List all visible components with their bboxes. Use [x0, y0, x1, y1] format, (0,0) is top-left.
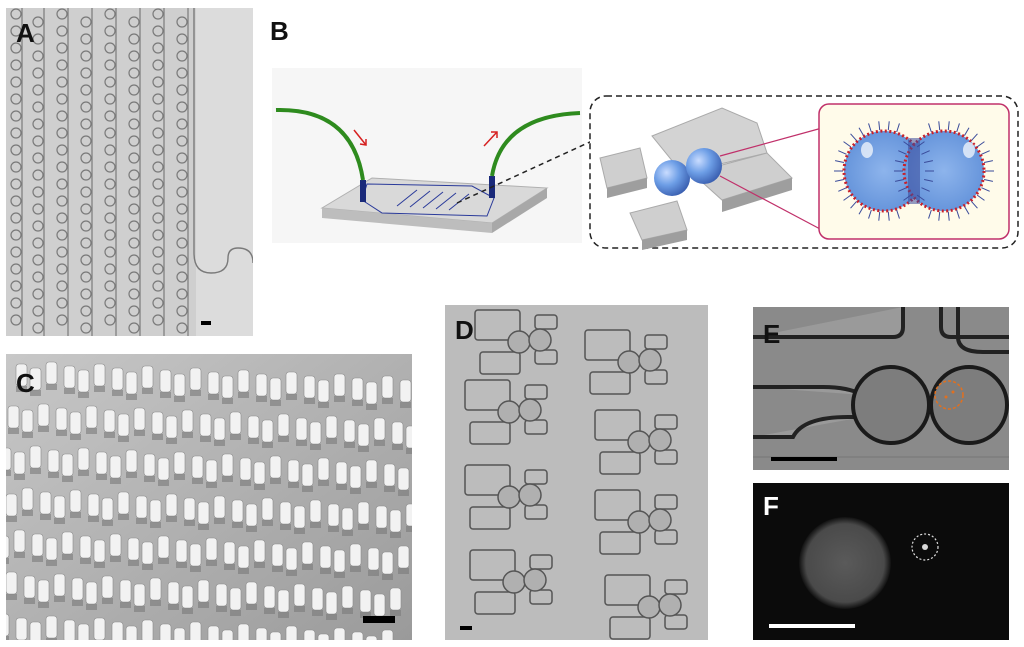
panel-e-micrograph	[753, 307, 1009, 470]
outlet-tubing	[490, 111, 581, 177]
bright-spot	[922, 544, 928, 550]
panel-label-b: B	[270, 16, 289, 46]
panel-a: A	[6, 8, 253, 336]
droplet-right	[686, 148, 722, 184]
chip-side	[322, 208, 492, 233]
inlet-port	[360, 180, 366, 202]
highlight-circle-f	[911, 533, 939, 561]
fluorescent-droplet	[799, 517, 891, 609]
panel-d: D	[445, 305, 708, 640]
panel-b-schematic	[272, 68, 1019, 250]
panel-c: C	[6, 354, 412, 640]
panel-f: F	[753, 483, 1009, 640]
panel-label-a: A	[16, 18, 35, 48]
droplet-left-e	[851, 365, 931, 445]
chip-side-right	[492, 188, 547, 233]
outflow-arrow	[483, 131, 498, 147]
trap-walls	[753, 307, 1009, 439]
inflow-arrow	[353, 129, 367, 146]
trap-units	[464, 309, 688, 640]
channel-lanes	[10, 8, 189, 336]
scale-bar-c	[363, 616, 395, 623]
panel-c-micrograph	[6, 354, 412, 640]
serpentine-channel	[193, 8, 253, 274]
panel-label-f: F	[763, 491, 779, 521]
panel-b: B	[262, 8, 1022, 253]
lipid-tails	[834, 121, 994, 221]
scale-bar-a	[201, 321, 211, 325]
highlight-circle-e	[934, 380, 964, 410]
panel-d-micrograph	[445, 305, 708, 640]
panel-e: E	[753, 307, 1009, 470]
panel-label-c: C	[16, 368, 35, 398]
scale-bar-e	[771, 457, 837, 461]
droplet-right-e	[929, 365, 1009, 445]
panel-a-micrograph	[6, 8, 253, 336]
scale-bar-d	[460, 626, 472, 630]
droplet-left	[654, 160, 690, 196]
trap-pillars	[6, 361, 412, 640]
scale-bar-f	[769, 624, 855, 628]
panel-label-e: E	[763, 319, 781, 349]
inlet-tubing	[275, 107, 365, 181]
trap-posts	[599, 107, 793, 250]
panel-label-d: D	[455, 315, 474, 345]
panel-f-micrograph	[753, 483, 1009, 640]
